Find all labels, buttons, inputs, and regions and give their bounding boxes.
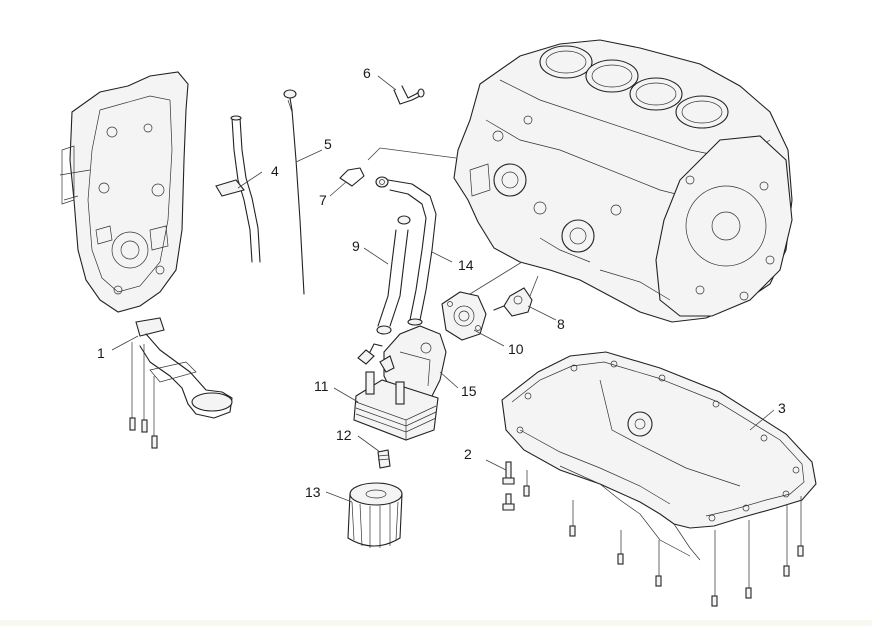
oil-pressure-sensor [493,287,533,317]
callout-9: 9 [352,238,360,254]
oil-pickup-tube [129,317,233,449]
callout-7: 7 [319,192,327,208]
hose-fitting-7 [339,167,389,188]
dipstick-tube [215,115,261,263]
callout-1: 1 [97,345,105,361]
callout-2: 2 [464,446,472,462]
filter-nipple [377,449,391,469]
leader-lines [111,75,775,503]
callout-3: 3 [778,400,786,416]
callout-4: 4 [271,163,279,179]
hose-9 [376,215,411,335]
oil-filter [347,482,403,548]
callout-labels: 1 2 3 4 5 6 7 8 9 10 11 12 13 14 15 [97,65,786,500]
callout-15: 15 [461,383,477,399]
dipstick [283,89,305,295]
callout-14: 14 [458,257,474,273]
callout-6: 6 [363,65,371,81]
timing-cover [59,71,189,313]
oil-pan-bolts [523,470,804,607]
callout-8: 8 [557,316,565,332]
breather-elbow [393,85,425,105]
callout-11: 11 [314,378,329,394]
bottom-strip [0,620,872,626]
callout-5: 5 [324,136,332,152]
callout-12: 12 [336,427,352,443]
callout-10: 10 [508,341,524,357]
callout-13: 13 [305,484,321,500]
oil-pan [501,351,817,561]
hose-14 [387,179,437,326]
engine-block [453,39,793,323]
drain-bolt [485,459,515,511]
oil-cooler [353,371,439,441]
gasket-plate [441,291,487,341]
